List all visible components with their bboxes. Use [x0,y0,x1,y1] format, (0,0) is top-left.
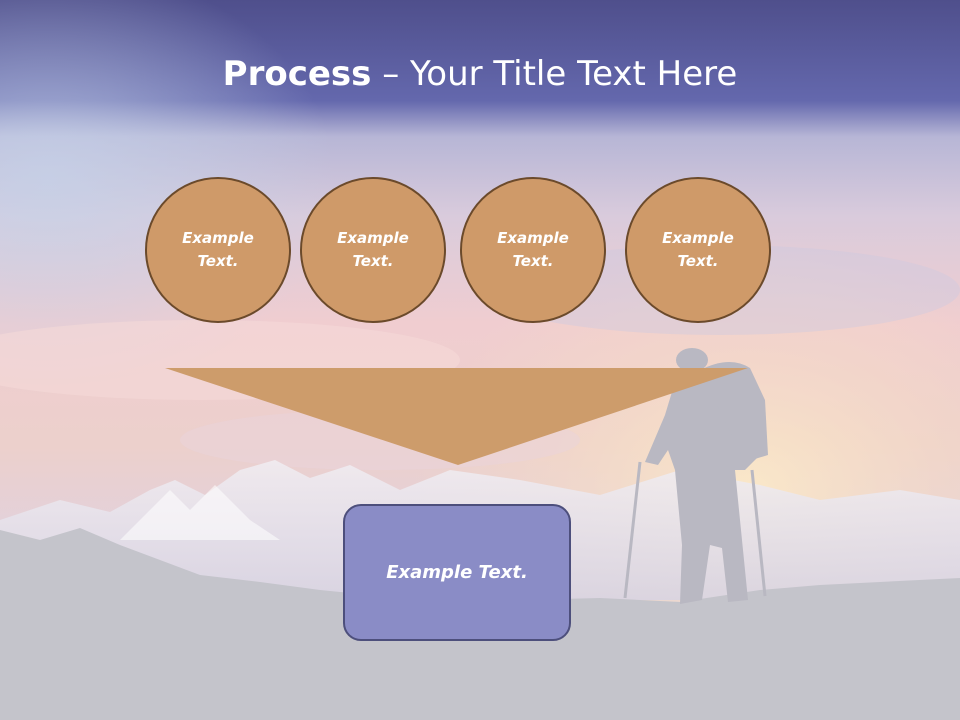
circle-1-text: Example Text. [182,229,254,270]
process-circle-3: Example Text. [460,177,606,323]
circle-4-text: Example Text. [662,229,734,270]
process-circle-1: Example Text. [145,177,291,323]
result-box-text: Example Text. [386,562,528,583]
process-circle-2: Example Text. [300,177,446,323]
funnel-triangle [165,368,748,465]
process-circle-4: Example Text. [625,177,771,323]
title-bold-part: Process [222,54,372,94]
circle-3-text: Example Text. [497,229,569,270]
circle-2-text: Example Text. [337,229,409,270]
result-box: Example Text. [343,504,571,641]
slide-title: Process – Your Title Text Here [0,50,960,98]
title-main-part: Your Title Text Here [410,54,738,94]
title-separator: – [371,54,411,94]
